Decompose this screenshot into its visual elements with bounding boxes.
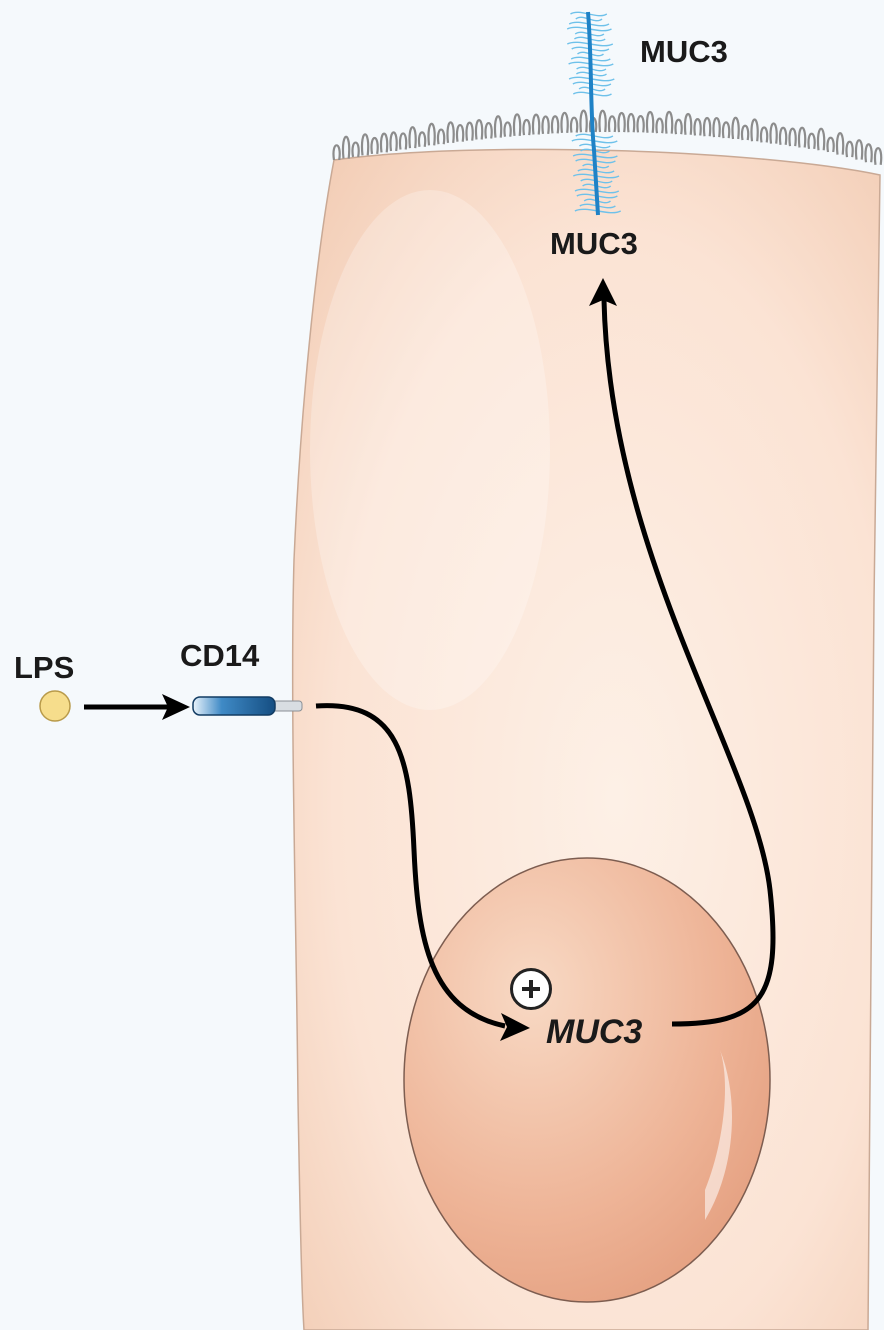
cell-highlight [310,190,550,710]
muc3-protein-label: MUC3 [550,228,638,259]
lps-molecule-icon [40,691,70,721]
plus-circle-icon [510,968,552,1010]
muc3-surface-label: MUC3 [640,36,728,67]
muc3-gene-label: MUC3 [546,1015,642,1049]
lps-label: LPS [14,652,74,683]
nucleus [404,858,770,1302]
cd14-label: CD14 [180,640,259,671]
